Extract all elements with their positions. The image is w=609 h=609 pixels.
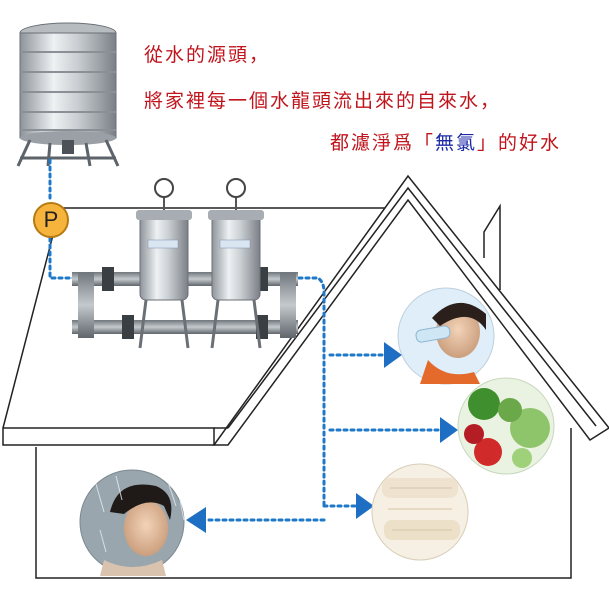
filter-housing-icon [72, 178, 298, 349]
roof-left [2, 207, 388, 429]
chimney [483, 203, 501, 290]
vegetables-photo [457, 377, 555, 475]
towels-photo [371, 463, 469, 561]
arrow-vegetables [440, 417, 458, 443]
arrow-towels [356, 493, 374, 519]
flow-arrows [186, 342, 458, 533]
shower-photo [79, 469, 185, 576]
water-flow-lines [48, 158, 442, 522]
house-wall [35, 428, 572, 579]
caption-line-3-suffix: 」的好水 [477, 132, 562, 154]
caption-line-2: 將家裡每一個水龍頭流出來的自來水， [144, 90, 502, 112]
water-tank-icon [16, 22, 120, 167]
pump-icon: P [33, 202, 69, 238]
caption-highlight: 無氯 [435, 132, 478, 154]
pipe-pump-to-filters [48, 236, 84, 280]
roof-gable-outer [212, 174, 609, 446]
roof-eave [2, 427, 215, 446]
pipe-filters-out [290, 276, 326, 508]
arrow-drink [384, 342, 402, 368]
drinking-water-photo [397, 287, 495, 385]
arrow-shower [186, 507, 206, 533]
caption-line-3: 都濾淨爲「無氯」的好水 [330, 128, 561, 155]
caption-line-3-prefix: 都濾淨爲「 [330, 132, 436, 154]
caption-line-1: 從水的源頭， [144, 44, 271, 66]
roof-gable-inner [227, 186, 597, 429]
house [2, 174, 609, 579]
